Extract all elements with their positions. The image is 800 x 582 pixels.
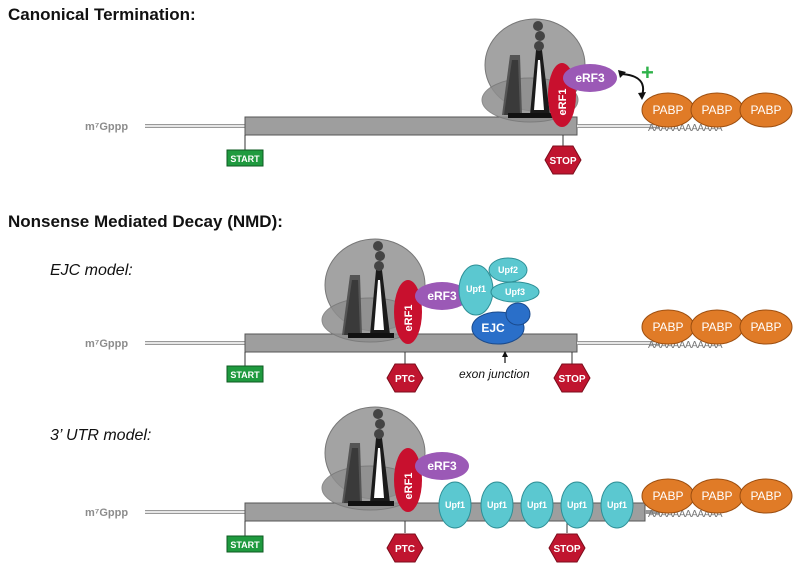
upf1-1: Upf1: [438, 481, 472, 529]
start-codon-badge: START: [226, 149, 264, 167]
upf1-4: Upf1: [560, 481, 594, 529]
start-codon-badge: START: [226, 365, 264, 383]
plus-sign: +: [641, 60, 654, 85]
svg-text:STOP: STOP: [553, 544, 580, 555]
erf1: eRF1: [394, 280, 422, 344]
svg-text:PTC: PTC: [395, 544, 415, 555]
upf1-3: Upf1: [520, 481, 554, 529]
erf3-label: eRF3: [575, 71, 605, 85]
svg-text:Upf1: Upf1: [445, 500, 465, 510]
svg-text:eRF3: eRF3: [427, 459, 457, 473]
svg-text:eRF3: eRF3: [427, 289, 457, 303]
pabp-3: PABP: [739, 92, 793, 128]
stop-label: STOP: [549, 156, 576, 167]
svg-text:Upf3: Upf3: [505, 287, 525, 297]
cap-label: m⁷Gppp: [85, 338, 128, 350]
ptc-badge: PTC: [386, 533, 424, 563]
pabp-2: PABP: [690, 309, 744, 345]
nmd-title: Nonsense Mediated Decay (NMD):: [8, 212, 283, 231]
svg-text:Upf1: Upf1: [466, 284, 486, 294]
start-codon-badge: START: [226, 535, 264, 553]
pabp-2: PABP: [690, 92, 744, 128]
svg-text:PABP: PABP: [750, 320, 781, 334]
canonical-panel: m⁷Gppp START STOP eRF1 eRF3 + AAAAAAAAAA…: [85, 18, 793, 175]
upf2: Upf2: [488, 257, 528, 283]
ptc-label: PTC: [395, 374, 415, 385]
svg-text:eRF1: eRF1: [403, 473, 415, 500]
erf1-label: eRF1: [557, 89, 569, 116]
pabp-1: PABP: [641, 309, 695, 345]
upf1-5: Upf1: [600, 481, 634, 529]
svg-text:START: START: [230, 540, 260, 550]
svg-text:eRF1: eRF1: [403, 305, 415, 332]
utr-model-title: 3’ UTR model:: [50, 427, 151, 444]
polya-tail: AAAAAAAAAAAA: [648, 340, 723, 351]
cap-label: m⁷Gppp: [85, 507, 128, 519]
pabp-1: PABP: [641, 478, 695, 514]
svg-text:Upf1: Upf1: [567, 500, 587, 510]
start-label: START: [230, 154, 260, 164]
svg-text:PABP: PABP: [652, 320, 683, 334]
stop-codon-badge: STOP: [548, 533, 586, 563]
erf3: eRF3: [415, 282, 469, 310]
svg-text:Upf1: Upf1: [607, 500, 627, 510]
svg-text:PABP: PABP: [701, 103, 732, 117]
pabp-2: PABP: [690, 478, 744, 514]
erf3: eRF3: [415, 452, 469, 480]
polya-tail: AAAAAAAAAAAA: [648, 123, 723, 134]
upf1: Upf1: [458, 264, 494, 316]
upf1-2: Upf1: [480, 481, 514, 529]
utr-model-panel: m⁷Gppp START PTC STOP eRF1 eRF3 Upf1 Upf…: [85, 406, 793, 563]
svg-text:PABP: PABP: [652, 103, 683, 117]
svg-text:PABP: PABP: [652, 489, 683, 503]
svg-text:PABP: PABP: [701, 320, 732, 334]
svg-text:Upf1: Upf1: [487, 500, 507, 510]
svg-text:START: START: [230, 370, 260, 380]
svg-text:PABP: PABP: [750, 489, 781, 503]
stop-codon-badge: STOP: [544, 145, 582, 175]
polya-tail: AAAAAAAAAAAA: [648, 509, 723, 520]
erf3: eRF3: [563, 64, 617, 92]
ejc-model-panel: m⁷Gppp START PTC STOP eRF1 eRF3 EJC: [85, 238, 793, 393]
svg-text:Upf1: Upf1: [527, 500, 547, 510]
svg-text:Upf2: Upf2: [498, 265, 518, 275]
ejc-model-title: EJC model:: [50, 262, 133, 279]
ejc-complex: EJC: [471, 302, 531, 345]
exon-junction-label: exon junction: [459, 367, 530, 381]
svg-text:STOP: STOP: [558, 374, 585, 385]
svg-text:PABP: PABP: [701, 489, 732, 503]
erf1: eRF1: [394, 448, 422, 512]
pabp-1: PABP: [641, 92, 695, 128]
pabp-3: PABP: [739, 478, 793, 514]
ptc-badge: PTC: [386, 363, 424, 393]
interaction-arrow: [621, 73, 644, 97]
ejc-label: EJC: [481, 321, 505, 335]
svg-text:PABP: PABP: [750, 103, 781, 117]
cap-label: m⁷Gppp: [85, 121, 128, 133]
upf3: Upf3: [490, 281, 540, 303]
stop-codon-badge: STOP: [553, 363, 591, 393]
pabp-3: PABP: [739, 309, 793, 345]
canonical-termination-title: Canonical Termination:: [8, 5, 196, 24]
